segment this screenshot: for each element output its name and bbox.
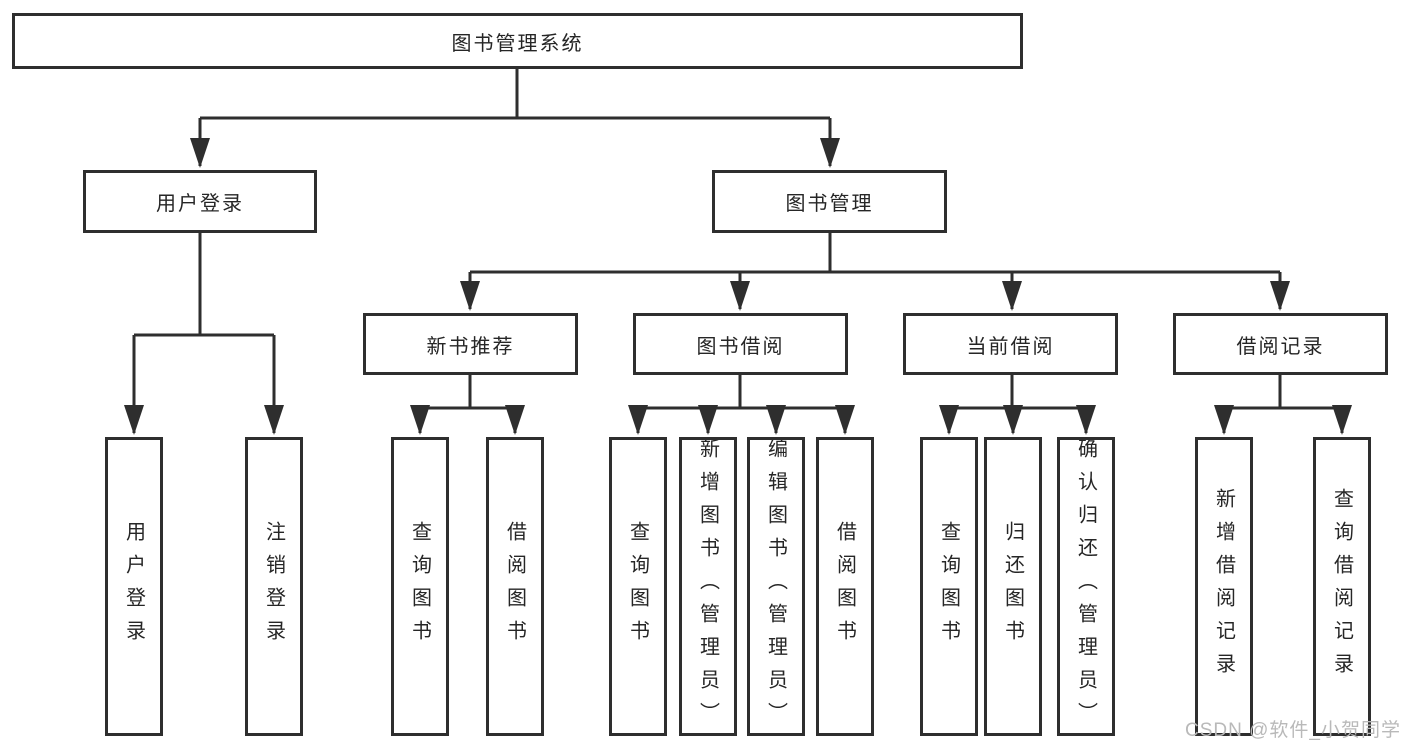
node-book-borrow: 图书借阅 [633, 313, 848, 375]
watermark: CSDN @软件_小贺同学 [1185, 720, 1401, 741]
leaf-current-confirm-return-admin: 确认归还（管理员） [1057, 437, 1115, 736]
leaf-records-query-record-label: 查询借阅记录 [1330, 487, 1353, 686]
leaf-borrow-query-books-label: 查询图书 [626, 520, 649, 653]
leaf-borrow-borrow-books: 借阅图书 [816, 437, 874, 736]
leaf-newbook-borrow-books-label: 借阅图书 [503, 520, 526, 653]
leaf-borrow-add-books-admin: 新增图书（管理员） [679, 437, 737, 736]
node-current-borrow: 当前借阅 [903, 313, 1118, 375]
tree-skeleton-lines [134, 69, 1342, 410]
node-root-label: 图书管理系统 [451, 32, 584, 55]
leaf-borrow-edit-books-admin-label: 编辑图书（管理员） [764, 438, 787, 735]
leaf-records-add-record: 新增借阅记录 [1195, 437, 1253, 736]
leaf-borrow-borrow-books-label: 借阅图书 [833, 520, 856, 653]
leaf-current-confirm-return-admin-label: 确认归还（管理员） [1074, 438, 1097, 735]
node-book-borrow-label: 图书借阅 [696, 335, 785, 358]
leaf-current-return-books: 归还图书 [984, 437, 1042, 736]
leaf-newbook-query-books: 查询图书 [391, 437, 449, 736]
node-borrow-records: 借阅记录 [1173, 313, 1388, 375]
node-current-borrow-label: 当前借阅 [966, 335, 1055, 358]
leaf-user-login-label: 用户登录 [122, 520, 145, 653]
node-new-book-recommend-label: 新书推荐 [426, 335, 515, 358]
leaf-records-query-record: 查询借阅记录 [1313, 437, 1371, 736]
node-borrow-records-label: 借阅记录 [1236, 335, 1325, 358]
leaf-current-return-books-label: 归还图书 [1001, 520, 1024, 653]
leaf-borrow-edit-books-admin: 编辑图书（管理员） [747, 437, 805, 736]
leaf-current-query-books: 查询图书 [920, 437, 978, 736]
node-book-management: 图书管理 [712, 170, 947, 233]
leaf-current-query-books-label: 查询图书 [937, 520, 960, 653]
leaf-records-add-record-label: 新增借阅记录 [1212, 487, 1235, 686]
leaf-newbook-borrow-books: 借阅图书 [486, 437, 544, 736]
node-user-login-label: 用户登录 [156, 193, 244, 215]
leaf-borrow-add-books-admin-label: 新增图书（管理员） [696, 438, 719, 735]
leaf-user-login: 用户登录 [105, 437, 163, 736]
node-book-management-label: 图书管理 [785, 193, 874, 215]
leaf-newbook-query-books-label: 查询图书 [408, 520, 431, 653]
node-root: 图书管理系统 [12, 13, 1023, 69]
leaf-borrow-query-books: 查询图书 [609, 437, 667, 736]
node-user-login: 用户登录 [83, 170, 317, 233]
leaf-logout: 注销登录 [245, 437, 303, 736]
node-new-book-recommend: 新书推荐 [363, 313, 578, 375]
leaf-logout-label: 注销登录 [262, 520, 285, 653]
